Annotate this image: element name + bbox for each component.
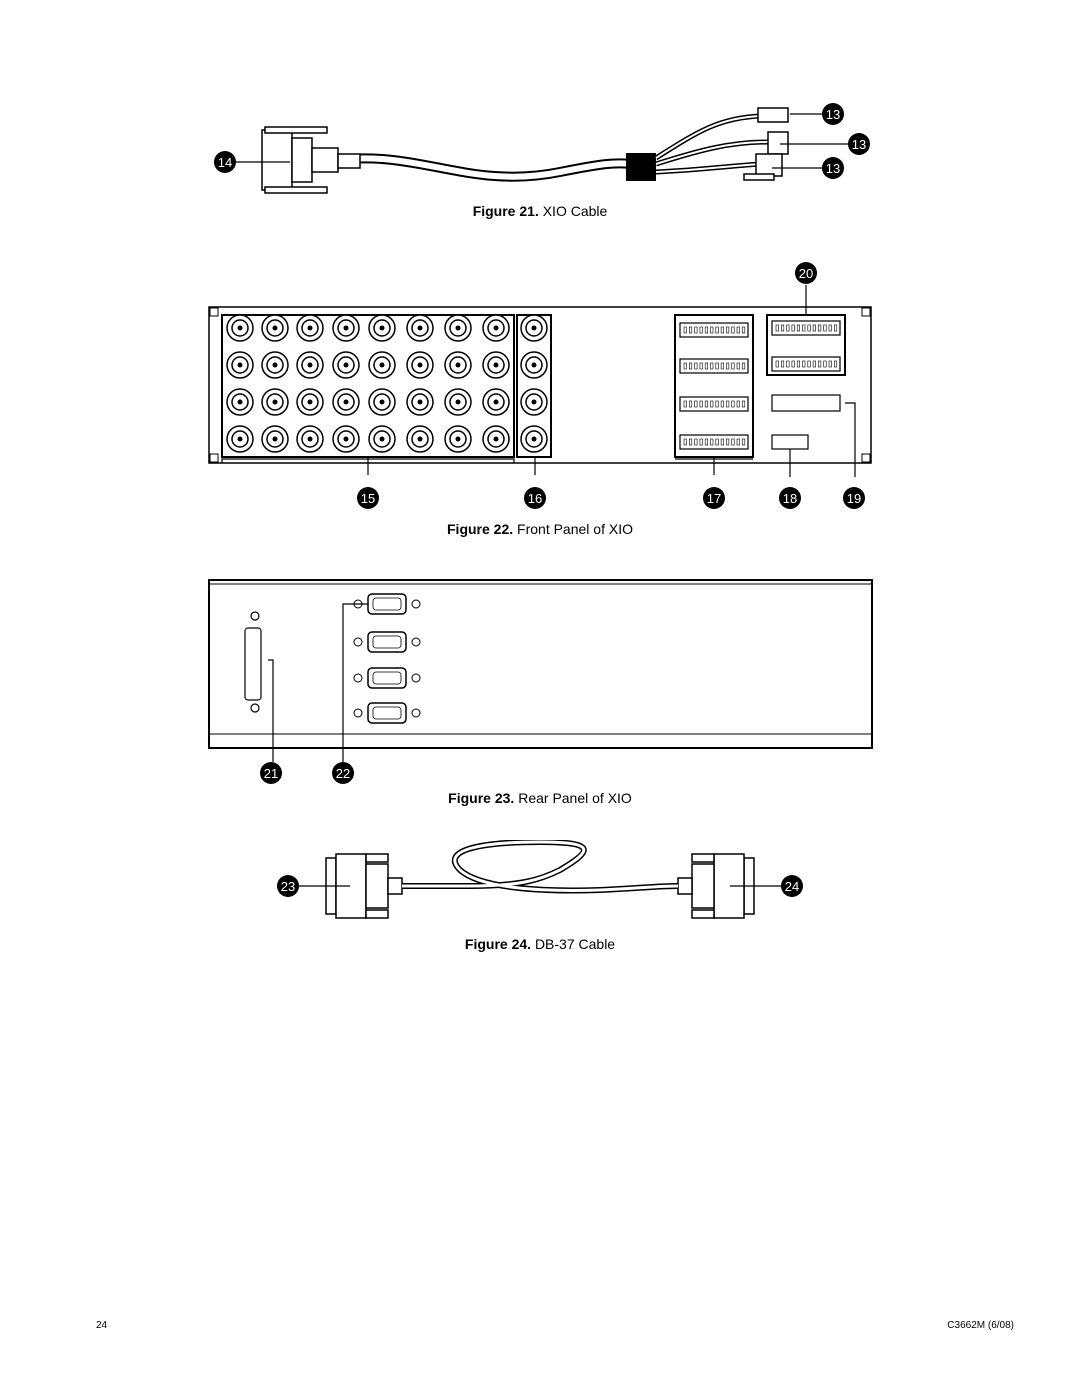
svg-text:16: 16 — [528, 491, 542, 506]
vga-ports — [353, 593, 421, 724]
callout-18: 18 — [779, 487, 801, 509]
svg-text:20: 20 — [799, 266, 813, 281]
figure-22-caption: Figure 22. Front Panel of XIO — [0, 521, 1080, 537]
db-connector-left — [261, 126, 339, 194]
callout-20: 20 — [795, 262, 817, 284]
callout-13b: 13 — [848, 133, 870, 155]
svg-text:14: 14 — [218, 155, 232, 170]
callout-19: 19 — [843, 487, 865, 509]
callout-14: 14 — [214, 151, 236, 173]
figure-22-title: Front Panel of XIO — [517, 521, 633, 537]
svg-text:21: 21 — [264, 766, 278, 781]
svg-text:18: 18 — [783, 491, 797, 506]
figure-23-number: Figure 23. — [448, 790, 515, 806]
svg-text:19: 19 — [847, 491, 861, 506]
figure-24-number: Figure 24. — [464, 936, 532, 952]
figure-24-title: DB-37 Cable — [534, 936, 616, 952]
svg-text:13: 13 — [852, 137, 866, 152]
svg-text:24: 24 — [785, 879, 799, 894]
front-panel-diagram: 20 15 16 17 18 19 — [208, 262, 872, 509]
document-id: C3662M (6/08) — [947, 1320, 1014, 1331]
svg-text:15: 15 — [361, 491, 375, 506]
svg-text:17: 17 — [707, 491, 721, 506]
bnc-connector-grid — [226, 314, 548, 453]
svg-text:13: 13 — [826, 107, 840, 122]
figure-22-number: Figure 22. — [447, 521, 514, 537]
cable-junction — [626, 153, 656, 181]
callout-16: 16 — [524, 487, 546, 509]
figure-23-title: Rear Panel of XIO — [518, 790, 632, 806]
callout-22: 22 — [332, 762, 354, 784]
callout-23: 23 — [277, 875, 299, 897]
figure-23-caption: Figure 23. Rear Panel of XIO — [0, 790, 1080, 806]
callout-21: 21 — [260, 762, 282, 784]
svg-text:23: 23 — [281, 879, 295, 894]
rear-panel-diagram: 21 22 — [208, 579, 873, 784]
figure-24-caption: Figure 24. DB-37 Cable — [0, 936, 1080, 952]
figure-21-caption: Figure 21. XIO Cable — [0, 203, 1080, 219]
svg-text:22: 22 — [336, 766, 350, 781]
svg-text:13: 13 — [826, 161, 840, 176]
callout-13a: 13 — [822, 103, 844, 125]
page-number: 24 — [96, 1320, 108, 1331]
figure-21-title: XIO Cable — [542, 203, 608, 219]
callout-15: 15 — [357, 487, 379, 509]
db37-port — [244, 611, 262, 713]
callout-24: 24 — [781, 875, 803, 897]
callout-13c: 13 — [822, 157, 844, 179]
figure-21-number: Figure 21. — [472, 203, 539, 219]
db37-cable-diagram: 23 24 — [277, 840, 803, 919]
xio-cable-diagram: 13 13 13 14 — [214, 103, 870, 194]
callout-17: 17 — [703, 487, 725, 509]
